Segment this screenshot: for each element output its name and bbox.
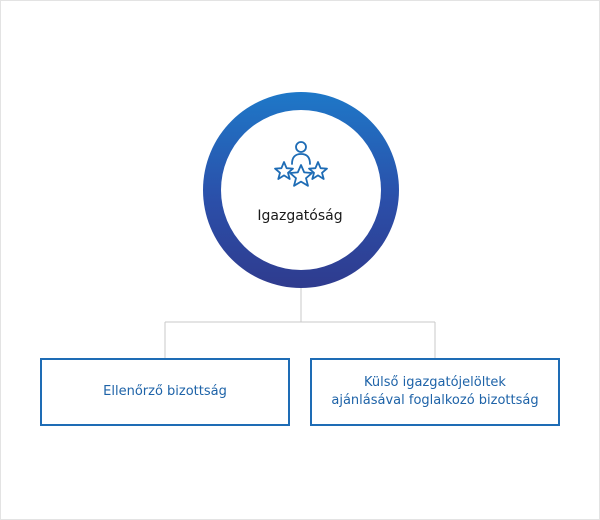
person-stars-icon [274,141,328,187]
child-node-label: Ellenőrző bizottság [103,384,227,399]
child-node-nomination-committee: Külső igazgatójelöltek ajánlásával fogla… [310,358,560,426]
root-node-label: Igazgatóság [257,208,343,224]
root-node-inner [221,110,381,270]
child-node-audit-committee: Ellenőrző bizottság [40,358,290,426]
child-node-label: Külső igazgatójelöltek ajánlásával fogla… [331,375,539,408]
root-node-ring [203,92,399,288]
